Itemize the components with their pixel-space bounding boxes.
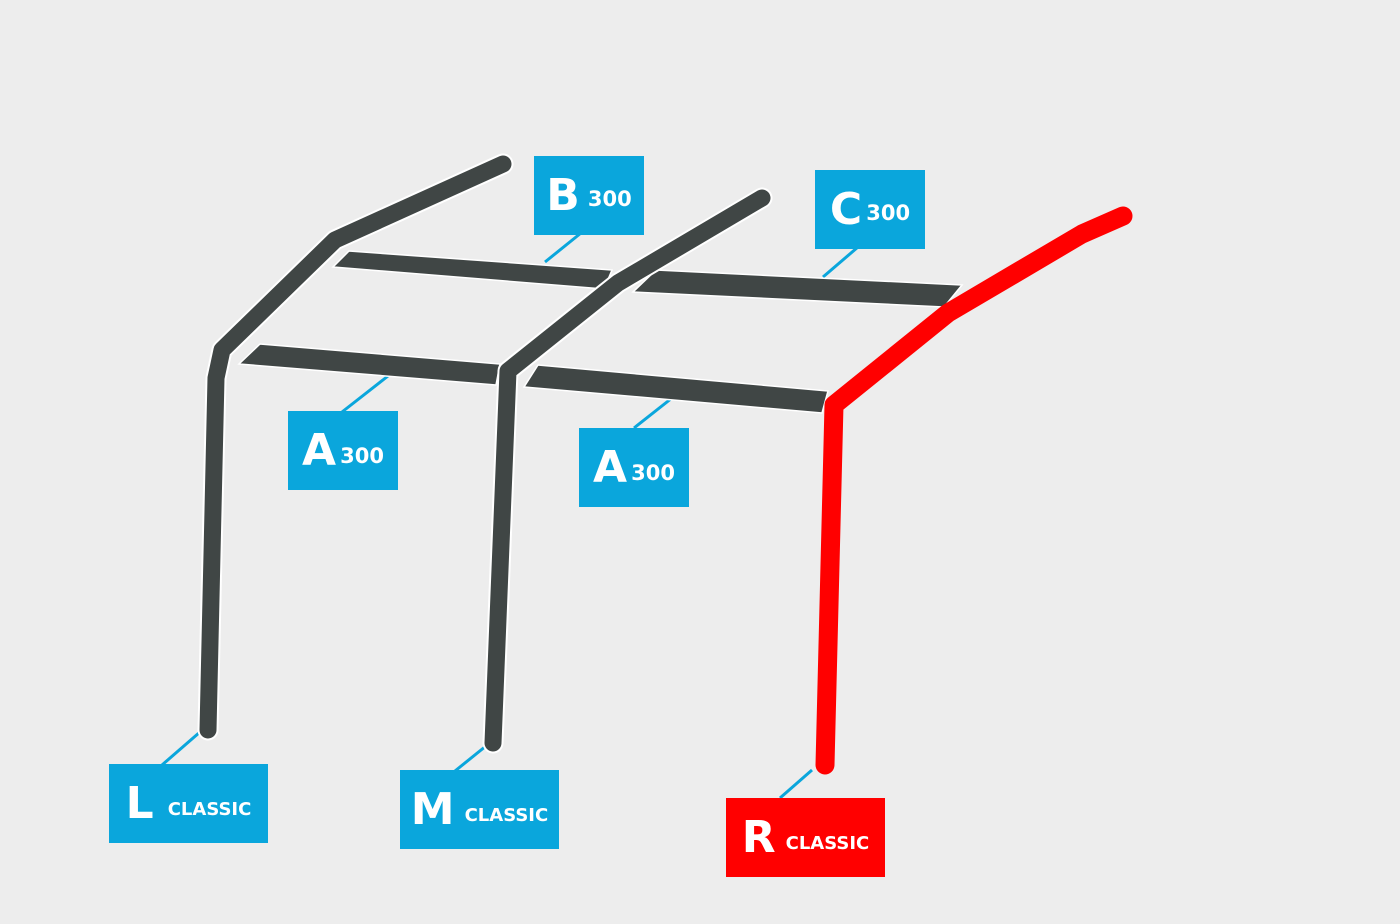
label-l-classic-letter: L <box>125 777 154 829</box>
label-a300-left-letter: A <box>302 424 337 476</box>
label-l-classic: L CLASSIC <box>109 764 268 843</box>
label-r-classic-letter: R <box>741 811 776 863</box>
label-c300-letter: C <box>829 183 863 235</box>
crossbar-upper-right <box>631 269 964 308</box>
label-r-classic-sub: CLASSIC <box>785 832 870 854</box>
label-a300-left: A 300 <box>288 411 398 490</box>
label-a300-right-sub: 300 <box>631 461 675 485</box>
leader-b300 <box>544 231 582 264</box>
label-b300-letter: B <box>546 169 580 221</box>
label-a300-left-sub: 300 <box>340 444 384 468</box>
label-r-classic: R CLASSIC <box>726 798 885 877</box>
pole-left-core <box>199 155 512 739</box>
label-m-classic-letter: M <box>410 783 455 835</box>
pole-middle-core <box>484 189 771 752</box>
leader-m-classic <box>454 744 487 773</box>
crossbar-upper-left <box>331 250 614 290</box>
label-b300: B 300 <box>534 156 644 235</box>
leader-a300-left <box>341 374 389 414</box>
pole-right-highlight <box>815 206 1133 775</box>
leader-l-classic <box>161 730 201 767</box>
label-m-classic: M CLASSIC <box>400 770 559 849</box>
label-b300-sub: 300 <box>587 187 632 211</box>
label-c300: C 300 <box>815 170 925 249</box>
leader-r-classic <box>779 768 813 800</box>
label-c300-sub: 300 <box>866 201 911 225</box>
crossbar-lower-right <box>522 364 829 414</box>
crossbar-lower-left <box>237 343 501 386</box>
label-a300-right-letter: A <box>593 441 628 493</box>
leader-a300-right <box>633 396 673 430</box>
label-m-classic-sub: CLASSIC <box>464 804 549 826</box>
label-l-classic-sub: CLASSIC <box>167 798 252 820</box>
label-a300-right: A 300 <box>579 428 689 507</box>
leader-c300 <box>822 245 859 279</box>
